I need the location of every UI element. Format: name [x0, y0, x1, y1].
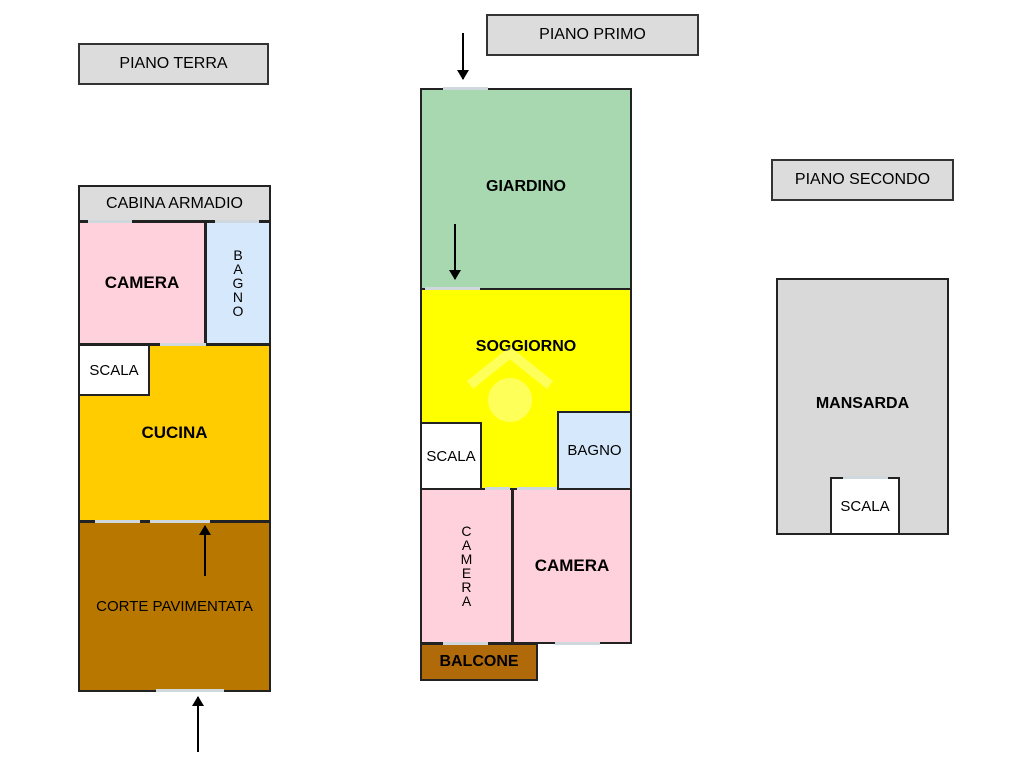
- door-marker: [425, 287, 480, 290]
- door-marker: [88, 220, 132, 223]
- vertical-letter: A: [461, 593, 472, 609]
- door-marker: [443, 87, 488, 90]
- room-giardino-label: GIARDINO: [486, 178, 566, 195]
- room-cabina-armadio-label: CABINA ARMADIO: [106, 194, 243, 212]
- room-mansarda-label: MANSARDA: [815, 394, 910, 412]
- arrow-up-icon: [199, 525, 211, 576]
- door-marker: [160, 343, 206, 346]
- door-marker: [215, 220, 259, 223]
- vertical-letter: E: [461, 565, 472, 581]
- arrow-up-icon: [192, 696, 204, 752]
- room-cabina-armadio: CABINA ARMADIO: [78, 185, 271, 222]
- room-camera-primo-label: CAMERA: [534, 556, 610, 575]
- room-balcone-label: BALCONE: [439, 653, 519, 670]
- door-marker: [156, 689, 224, 692]
- stairs-terra: SCALA: [78, 344, 150, 396]
- door-marker: [95, 520, 140, 523]
- arrow-down-icon: [449, 224, 461, 280]
- vertical-letter: A: [233, 261, 243, 277]
- stairs-secondo: SCALA: [830, 477, 900, 535]
- door-marker: [843, 476, 888, 479]
- vertical-letter: G: [232, 275, 244, 291]
- room-cucina-label: CUCINA: [141, 423, 208, 442]
- room-balcone: BALCONE: [420, 643, 538, 681]
- watermark-logo-icon: [466, 346, 554, 422]
- title-piano-primo: PIANO PRIMO: [486, 14, 699, 56]
- vertical-letter: B: [233, 247, 243, 263]
- door-marker: [555, 642, 600, 645]
- room-bagno-primo: BAGNO: [557, 411, 632, 490]
- room-giardino: GIARDINO: [420, 88, 632, 290]
- stairs-terra-label: SCALA: [89, 361, 139, 379]
- stairs-primo: SCALA: [420, 422, 482, 490]
- vertical-letter: C: [461, 523, 472, 539]
- room-camera-terra: CAMERA: [78, 221, 206, 345]
- title-piano-terra: PIANO TERRA: [78, 43, 269, 85]
- door-marker: [485, 487, 510, 490]
- room-bagno-primo-label: BAGNO: [567, 442, 622, 459]
- door-marker: [517, 487, 557, 490]
- vertical-letter: N: [232, 289, 244, 305]
- room-soggiorno-label: SOGGIORNO: [475, 338, 577, 355]
- title-piano-primo-label: PIANO PRIMO: [539, 26, 646, 43]
- vertical-letter: M: [460, 551, 473, 567]
- arrow-down-icon: [457, 33, 469, 80]
- door-marker: [443, 642, 488, 645]
- room-camera-terra-label: CAMERA: [104, 273, 180, 292]
- room-corte-pavimentata-label: CORTE PAVIMENTATA: [96, 598, 253, 615]
- room-corte-pavimentata: CORTE PAVIMENTATA: [78, 521, 271, 692]
- title-piano-terra-label: PIANO TERRA: [119, 55, 228, 72]
- title-piano-secondo-label: PIANO SECONDO: [794, 171, 931, 188]
- stairs-secondo-label: SCALA: [840, 497, 890, 515]
- room-camera-primo: CAMERA: [512, 488, 632, 644]
- stairs-primo-label: SCALA: [426, 447, 476, 465]
- vertical-letter: A: [461, 537, 472, 553]
- vertical-letter: R: [461, 579, 472, 595]
- title-piano-secondo: PIANO SECONDO: [771, 159, 954, 201]
- door-marker: [150, 520, 210, 523]
- vertical-letter: O: [232, 303, 244, 319]
